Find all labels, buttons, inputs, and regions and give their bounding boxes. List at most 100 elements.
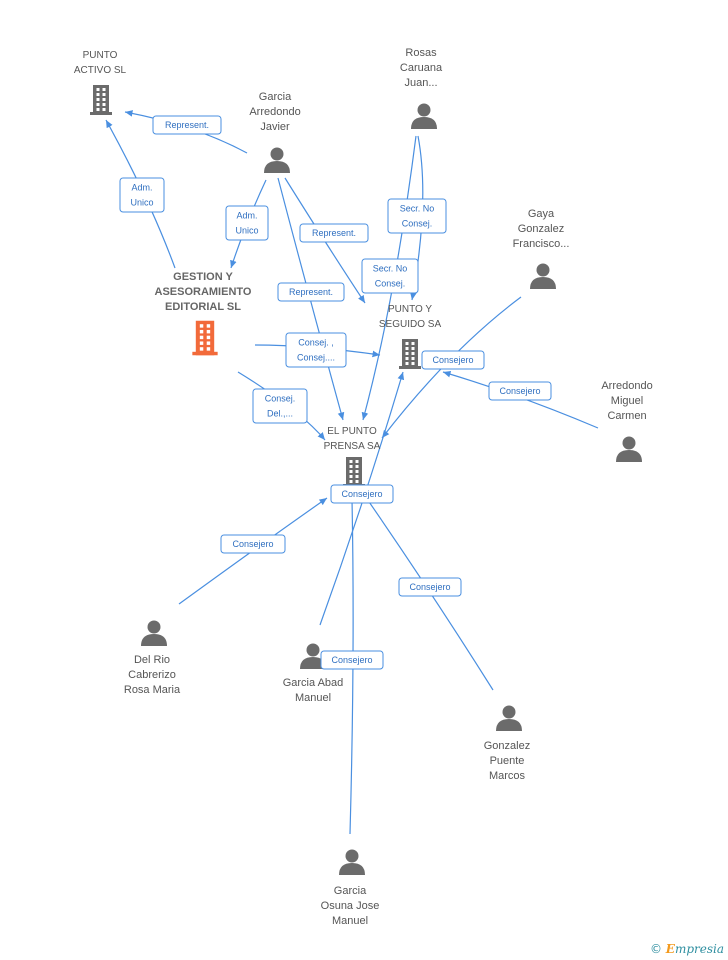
edge-label-text: Consejero	[341, 489, 382, 499]
node-label: Garcia Abad	[283, 677, 344, 689]
edge-label-text: Represent.	[165, 120, 209, 130]
edge-label-text: Adm.	[131, 183, 152, 193]
edge-label[interactable]: Consejero	[220, 534, 286, 554]
node-label: Osuna Jose	[321, 900, 380, 912]
edge-label[interactable]: Represent.	[299, 223, 369, 243]
building-icon	[343, 457, 365, 487]
edge-label[interactable]: Consejero	[330, 484, 394, 504]
edge-label-text: Consejero	[409, 582, 450, 592]
node-label: Del Rio	[134, 654, 170, 666]
building-icon	[399, 339, 421, 369]
person-icon	[339, 849, 365, 875]
node-label: Marcos	[489, 770, 526, 782]
node-label: SEGUIDO SA	[379, 319, 442, 330]
node-label: Garcia	[334, 885, 367, 897]
person-node[interactable]: RosasCaruanaJuan...	[400, 47, 443, 129]
person-icon	[264, 147, 290, 173]
node-label: Caruana	[400, 62, 443, 74]
nodes-layer: PUNTO ACTIVO SL GESTION Y ASESORAMIENTO EDIT…	[74, 47, 653, 927]
copyright-icon: ©	[649, 942, 662, 956]
person-icon	[300, 643, 326, 669]
person-icon	[141, 620, 167, 646]
node-label: EL PUNTO	[327, 426, 377, 437]
node-label: Cabrerizo	[128, 669, 176, 681]
edge-label[interactable]: Consejero	[421, 350, 485, 370]
node-label: Gonzalez	[484, 740, 530, 752]
node-label: Carmen	[607, 410, 646, 422]
node-label: PRENSA SA	[324, 441, 381, 452]
edge-label-text: Consej.	[265, 394, 296, 404]
edge-label[interactable]: Consej. , Consej....	[285, 332, 347, 368]
node-label: Gonzalez	[518, 223, 564, 235]
edge-label-text: Secr. No	[400, 204, 435, 214]
node-label: Gaya	[528, 208, 555, 220]
edge-label-text: Represent.	[312, 228, 356, 238]
edge-label-text: Consejero	[232, 539, 273, 549]
edge-label-text: Represent.	[289, 287, 333, 297]
edge-label-text: Consejero	[499, 386, 540, 396]
node-label: GESTION Y	[173, 271, 233, 283]
node-label: Juan...	[404, 77, 437, 89]
edge-label[interactable]: Adm. Unico	[119, 177, 165, 213]
edge-label-text: Consej.	[402, 219, 433, 229]
building-icon	[90, 85, 112, 115]
person-icon	[616, 436, 642, 462]
company-node[interactable]: PUNTO Y SEGUIDO SA	[379, 304, 442, 369]
company-node[interactable]: GESTION Y ASESORAMIENTO EDITORIAL SL	[155, 271, 252, 356]
node-label: PUNTO	[83, 50, 118, 61]
edge-label-text: Del.,...	[267, 409, 293, 419]
edge-label[interactable]: Represent.	[277, 282, 345, 302]
edge-label-text: Consejero	[331, 655, 372, 665]
node-label: Puente	[490, 755, 525, 767]
brand-initial: E	[665, 942, 675, 956]
node-label: Javier	[260, 121, 290, 133]
company-node[interactable]: EL PUNTO PRENSA SA	[324, 426, 381, 487]
edge-label[interactable]: Secr. No Consej.	[361, 258, 419, 294]
edge-label-text: Consej....	[297, 353, 335, 363]
edge-label[interactable]: Adm. Unico	[225, 205, 269, 241]
edge-line	[284, 177, 366, 304]
node-label: Manuel	[295, 692, 331, 704]
node-label: Rosas	[405, 47, 437, 59]
edge-label-text: Consej.	[375, 279, 406, 289]
edge-label[interactable]: Consejero	[320, 650, 384, 670]
node-label: Manuel	[332, 915, 368, 927]
person-icon	[530, 263, 556, 289]
edge-label-text: Secr. No	[373, 264, 408, 274]
node-label: Rosa Maria	[124, 684, 181, 696]
edge-label-text: Adm.	[236, 211, 257, 221]
node-label: EDITORIAL SL	[165, 301, 241, 313]
edge-label[interactable]: Represent.	[152, 115, 222, 135]
node-label: PUNTO Y	[388, 304, 432, 315]
brand-footer[interactable]: © Empresia	[650, 942, 724, 956]
node-label: ACTIVO SL	[74, 65, 127, 76]
edge-label-text: Consej. ,	[298, 338, 334, 348]
edge-label-text: Unico	[235, 226, 258, 236]
edge-label-text: Unico	[130, 198, 153, 208]
node-label: ASESORAMIENTO	[155, 286, 252, 298]
node-label: Miguel	[611, 395, 643, 407]
node-label: Garcia	[259, 91, 292, 103]
edge-label[interactable]: Consejero	[398, 577, 462, 597]
edge-label[interactable]: Secr. No Consej.	[387, 198, 447, 234]
person-node[interactable]: GayaGonzalezFrancisco...	[513, 208, 570, 289]
building-icon	[192, 320, 218, 356]
person-icon	[496, 705, 522, 731]
edge-label[interactable]: Consejero	[488, 381, 552, 401]
node-label: Francisco...	[513, 238, 570, 250]
brand-name: mpresia	[674, 942, 724, 956]
company-node[interactable]: PUNTO ACTIVO SL	[74, 50, 127, 115]
edge-label[interactable]: Consej. Del.,...	[252, 388, 308, 424]
node-label: Arredondo	[249, 106, 300, 118]
edge-label-text: Consejero	[432, 355, 473, 365]
person-icon	[411, 103, 437, 129]
node-label: Arredondo	[601, 380, 652, 392]
